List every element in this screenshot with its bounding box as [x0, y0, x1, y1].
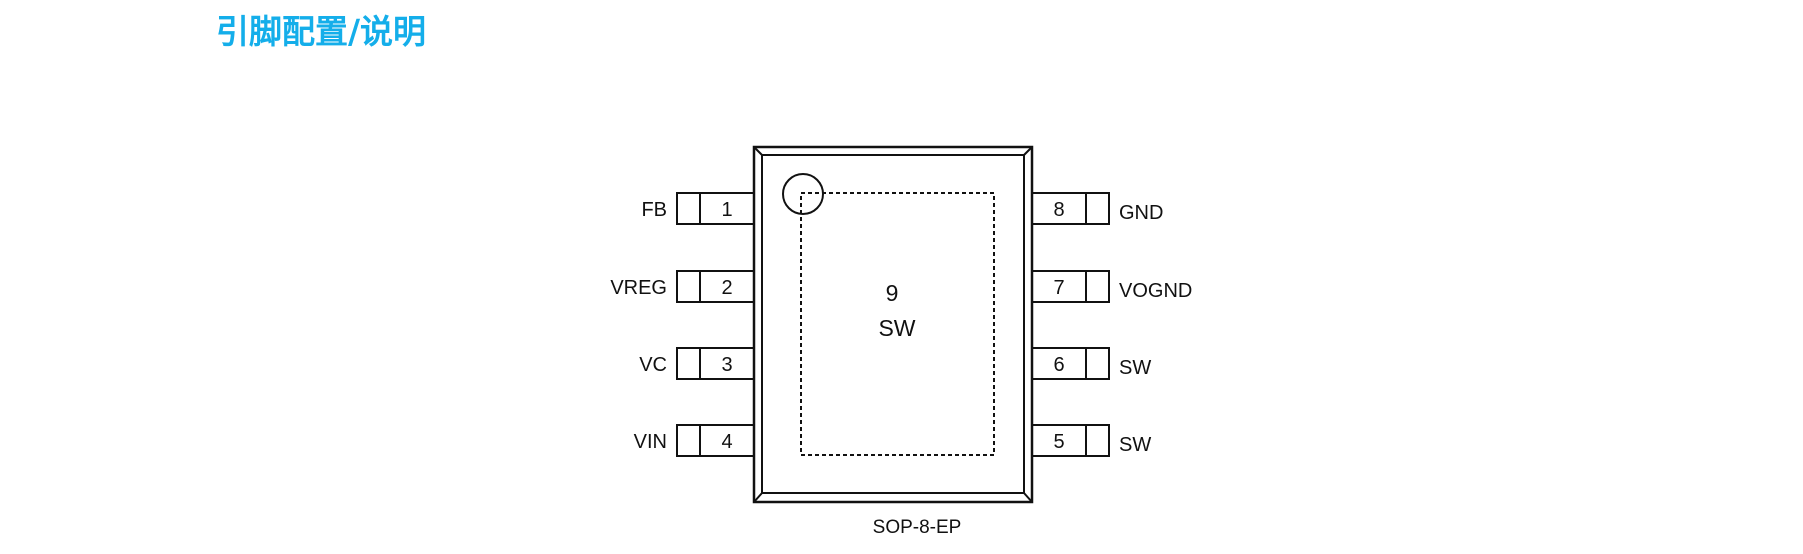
- pin-left-2: 2 VREG: [610, 270, 755, 303]
- bevel-top-right: [1023, 146, 1033, 156]
- pin-lead: [1031, 424, 1110, 457]
- pin-right-7: 7 VOGND: [1031, 270, 1192, 303]
- pin-left-1: 1 FB: [641, 192, 755, 225]
- package-name: SOP-8-EP: [873, 517, 962, 538]
- pin-name: FB: [641, 199, 667, 221]
- pin-number: 8: [1053, 199, 1064, 221]
- pin-name: GND: [1119, 202, 1163, 224]
- pin-right-8: 8 GND: [1031, 192, 1163, 225]
- pin-number: 3: [721, 354, 732, 376]
- pin1-marker-icon: [782, 173, 824, 215]
- pin-name: VIN: [634, 431, 667, 453]
- pin-name: SW: [1119, 357, 1151, 379]
- exposed-pad-outline: [800, 192, 995, 456]
- pin-number: 4: [721, 431, 732, 453]
- pin-number: 1: [721, 199, 732, 221]
- pin-name: VC: [639, 354, 667, 376]
- exposed-pad-name: SW: [878, 315, 915, 341]
- bevel-bottom-right: [1023, 492, 1033, 503]
- pin-left-4: 4 VIN: [634, 424, 755, 457]
- pin-lead: [1031, 192, 1110, 225]
- pin-number: 2: [721, 277, 732, 299]
- pin-lead: [676, 192, 755, 225]
- package-body: [752, 145, 1034, 504]
- pin-name: SW: [1119, 434, 1151, 456]
- bevel-bottom-left: [753, 492, 763, 503]
- pin-number: 6: [1053, 354, 1064, 376]
- pin-lead: [676, 424, 755, 457]
- pin-lead: [676, 270, 755, 303]
- pin-right-5: 5 SW: [1031, 424, 1151, 457]
- pin-number: 7: [1053, 277, 1064, 299]
- exposed-pad-number: 9: [886, 280, 899, 306]
- pin-right-6: 6 SW: [1031, 347, 1151, 380]
- bevel-top-left: [753, 146, 763, 156]
- pin-number: 5: [1053, 431, 1064, 453]
- pin-lead: [1031, 270, 1110, 303]
- pin-left-3: 3 VC: [639, 347, 755, 380]
- package-outer-outline: [752, 145, 1034, 504]
- pin-name: VOGND: [1119, 280, 1192, 302]
- pin-lead: [1031, 347, 1110, 380]
- section-title: 引脚配置/说明: [216, 12, 427, 51]
- package-inner-outline: [761, 154, 1025, 494]
- pin-lead: [676, 347, 755, 380]
- pin-name: VREG: [610, 277, 667, 299]
